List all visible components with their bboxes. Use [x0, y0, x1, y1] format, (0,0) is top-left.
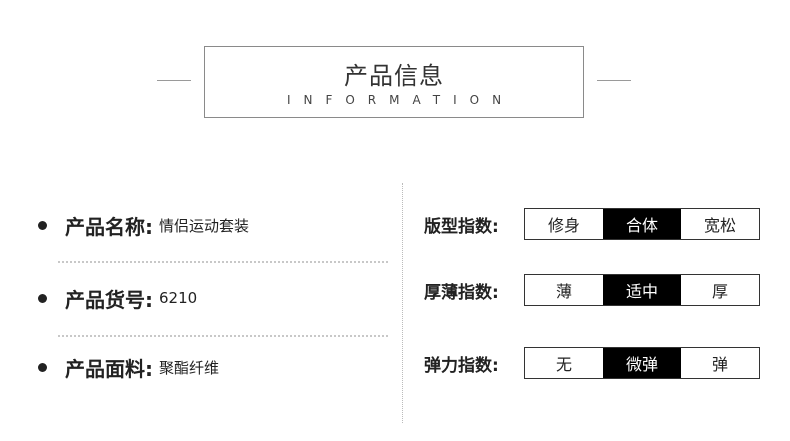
info-value: 6210 [159, 289, 198, 307]
index-label: 版型指数: [424, 216, 499, 237]
page-subtitle: INFORMATION [286, 93, 515, 107]
info-row-name: 产品名称: 情侣运动套装 [38, 210, 249, 240]
scale-option-selected: 微弹 [603, 348, 681, 378]
row-divider [58, 261, 388, 263]
page-title: 产品信息 [344, 62, 444, 90]
title-right-line [597, 80, 631, 81]
elasticity-scale: 无 微弹 弹 [524, 347, 760, 379]
scale-option: 宽松 [681, 209, 759, 239]
scale-option: 薄 [525, 275, 603, 305]
row-divider [58, 335, 388, 337]
fit-scale: 修身 合体 宽松 [524, 208, 760, 240]
bullet-icon [38, 362, 47, 372]
info-label: 产品名称: [65, 214, 153, 239]
scale-option: 厚 [681, 275, 759, 305]
index-row-elasticity: 弹力指数: 无 微弹 弹 [424, 346, 760, 380]
info-value: 聚酯纤维 [159, 358, 220, 377]
scale-option-selected: 适中 [603, 275, 681, 305]
index-row-thickness: 厚薄指数: 薄 适中 厚 [424, 273, 760, 307]
info-row-fabric: 产品面料: 聚酯纤维 [38, 352, 219, 382]
info-value: 情侣运动套装 [159, 216, 250, 235]
thickness-scale: 薄 适中 厚 [524, 274, 760, 306]
scale-option: 无 [525, 348, 603, 378]
scale-option: 修身 [525, 209, 603, 239]
bullet-icon [38, 220, 47, 230]
info-label: 产品货号: [65, 287, 153, 312]
index-label: 弹力指数: [424, 355, 499, 376]
title-left-line [157, 80, 191, 81]
scale-option: 弹 [681, 348, 759, 378]
column-divider [402, 183, 403, 423]
bullet-icon [38, 293, 47, 303]
info-row-sku: 产品货号: 6210 [38, 283, 197, 313]
title-box: 产品信息 INFORMATION [204, 46, 584, 118]
index-row-fit: 版型指数: 修身 合体 宽松 [424, 207, 760, 241]
index-label: 厚薄指数: [424, 282, 499, 303]
scale-option-selected: 合体 [603, 209, 681, 239]
info-label: 产品面料: [65, 356, 153, 381]
